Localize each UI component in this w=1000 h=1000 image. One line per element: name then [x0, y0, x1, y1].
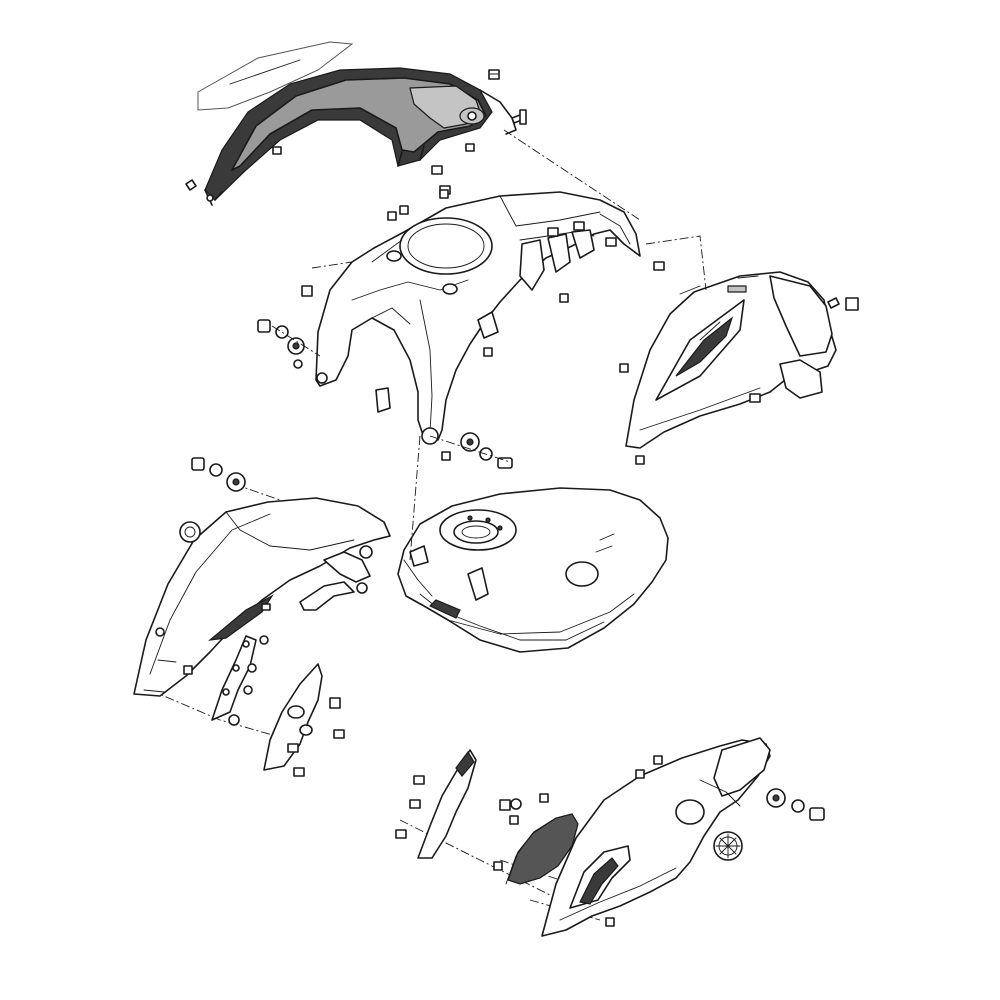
- clip-icon: [272, 146, 282, 155]
- fastener-stack-left: [257, 319, 321, 369]
- lower-cowl: [493, 737, 825, 937]
- small-bracket: [375, 387, 391, 413]
- screw-icon: [439, 189, 449, 199]
- right-side-shroud: [619, 271, 859, 465]
- screw-icon: [635, 769, 645, 779]
- screw-icon: [329, 697, 341, 709]
- screw-icon: [287, 743, 299, 753]
- tank-cover: [301, 189, 665, 445]
- screw-icon: [399, 205, 409, 215]
- screw-icon: [509, 815, 519, 825]
- screw-icon: [185, 179, 197, 191]
- screw-icon: [483, 347, 493, 357]
- fuel-tank: [397, 487, 669, 653]
- nut-icon: [488, 69, 500, 80]
- clip-icon: [653, 261, 665, 271]
- clip-icon: [605, 237, 617, 247]
- left-side-shroud: [133, 457, 391, 697]
- screw-icon: [493, 861, 503, 871]
- screw-icon: [301, 285, 313, 297]
- side-bracket: [263, 663, 345, 777]
- screw-icon: [333, 729, 345, 739]
- grommet-icon: [179, 521, 201, 543]
- clip-icon: [465, 143, 475, 152]
- screw-icon: [499, 799, 511, 811]
- clip-icon: [431, 165, 443, 175]
- screw-icon: [559, 293, 569, 303]
- cowl-bracket: [395, 749, 477, 859]
- screw-icon: [409, 799, 421, 809]
- screw-icon: [387, 211, 397, 221]
- screw-icon: [827, 297, 840, 309]
- nut-icon: [845, 297, 859, 311]
- screw-icon: [395, 829, 407, 839]
- front-bracket: [211, 635, 269, 726]
- windscreen: [197, 41, 354, 111]
- screw-icon: [539, 793, 549, 803]
- fastener-stack-right: [375, 387, 513, 469]
- screw-icon: [635, 455, 645, 465]
- screw-icon: [293, 767, 305, 777]
- screw-icon: [413, 775, 425, 785]
- screw-icon: [653, 755, 663, 765]
